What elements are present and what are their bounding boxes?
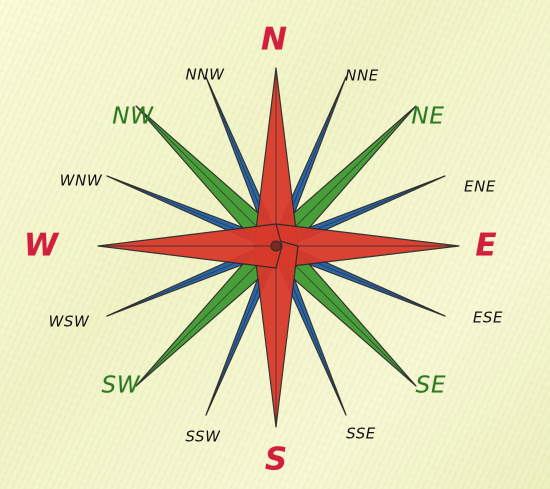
label-nw: NW xyxy=(112,103,154,130)
point-w xyxy=(97,223,283,269)
label-se: SE xyxy=(415,372,447,399)
label-n: N xyxy=(261,21,287,58)
label-ese: ESE xyxy=(472,308,504,327)
label-s: S xyxy=(264,441,288,478)
label-ne: NE xyxy=(411,103,445,130)
label-w: W xyxy=(23,227,59,264)
label-nnw: NNW xyxy=(185,65,225,84)
label-e: E xyxy=(475,227,497,264)
label-wsw: WSW xyxy=(48,312,90,331)
label-nne: NNE xyxy=(345,66,379,85)
label-ene: ENE xyxy=(464,177,496,196)
label-sse: SSE xyxy=(346,424,376,443)
label-wnw: WNW xyxy=(59,171,103,190)
label-ssw: SSW xyxy=(185,427,221,446)
label-sw: SW xyxy=(101,372,141,399)
center-hub xyxy=(270,240,282,252)
